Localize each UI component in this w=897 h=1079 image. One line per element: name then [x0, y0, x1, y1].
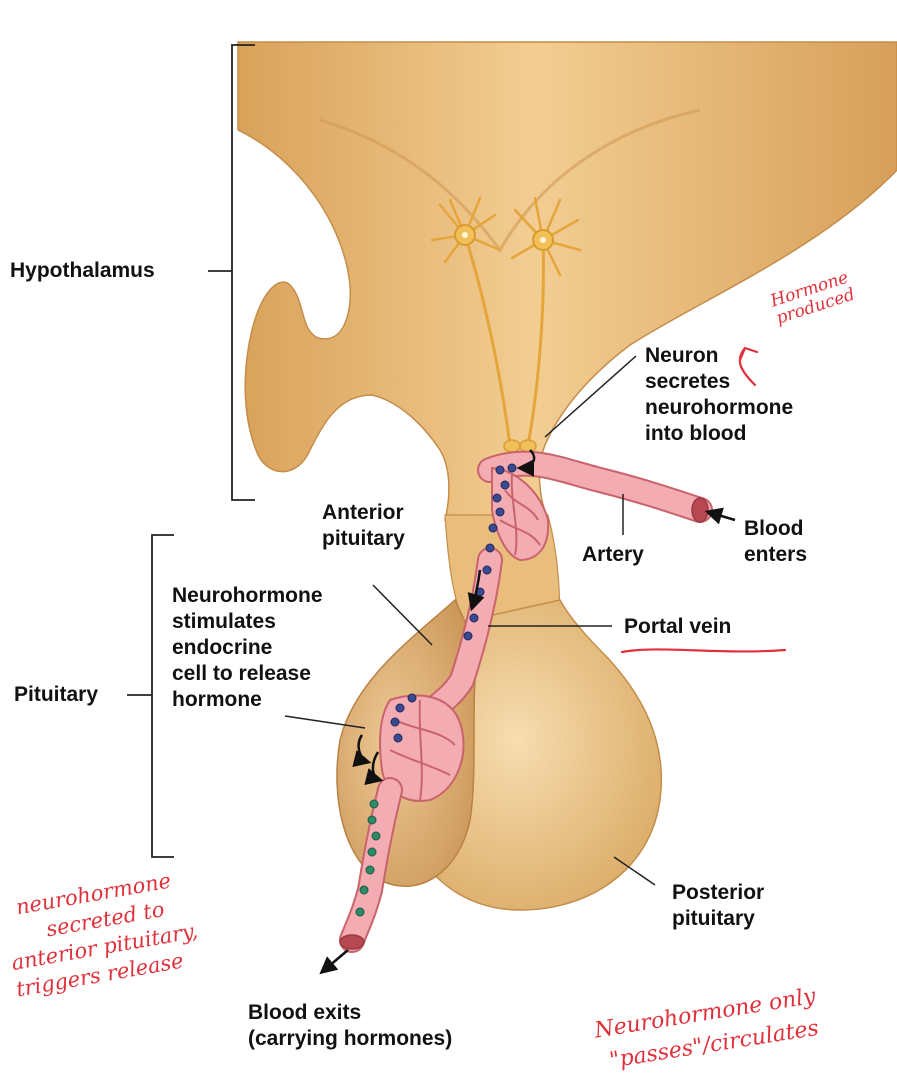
pituitary-bracket: [151, 534, 174, 858]
portal-vein-label: Portal vein: [624, 615, 732, 638]
anterior-pituitary-label: Anterior pituitary: [322, 501, 405, 550]
handwritten-marks: [620, 346, 787, 654]
artery-label: Artery: [582, 543, 644, 566]
neurons: [430, 196, 582, 453]
blood-vessels: [339, 450, 713, 953]
hormone-dots: [355, 799, 381, 917]
blood-enters-label: Blood enters: [744, 517, 808, 566]
neuron-secretes-label: Neuron secretes neurohormone into blood: [645, 344, 794, 445]
pituitary-label: Pituitary: [14, 683, 99, 706]
hypothalamus-label: Hypothalamus: [10, 259, 155, 282]
hormone-produced-arrow: [738, 346, 759, 387]
posterior-pituitary-label: Posterior pituitary: [672, 881, 765, 930]
leader-lines: [284, 355, 656, 886]
hypothalamus-tissue: [237, 41, 897, 521]
hypothalamus-bracket: [231, 44, 255, 501]
neurohormone-dots: [390, 463, 517, 743]
blood-exits-label: Blood exits (carrying hormones): [248, 1001, 453, 1050]
portal-vein-underline: [620, 648, 787, 654]
brackets: [127, 44, 255, 858]
neurohormone-stimulates-label: Neurohormone stimulates endocrine cell t…: [172, 584, 323, 711]
flow-arrows: [319, 449, 736, 975]
